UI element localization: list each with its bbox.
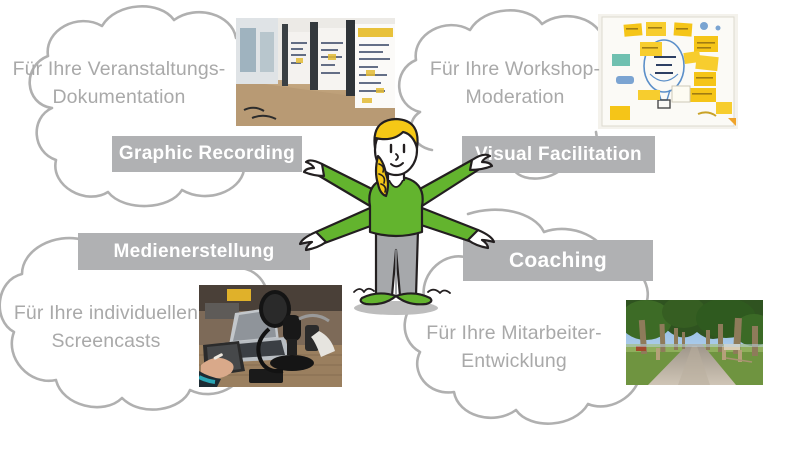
plate-label-graphic-recording: Graphic Recording (118, 143, 296, 164)
illustration-four-armed-person (296, 112, 496, 322)
plate-label-coaching: Coaching (508, 248, 608, 272)
label-plate-visual-facilitation[interactable]: Visual Facilitation (462, 136, 655, 173)
label-plate-coaching[interactable]: Coaching (463, 240, 653, 281)
label-plate-medienerstellung[interactable]: Medienerstellung (78, 233, 310, 270)
photo-workshop-board (598, 14, 738, 129)
caption-top-left: Für Ihre Veranstaltungs- Dokumentation (12, 58, 226, 108)
label-plate-graphic-recording[interactable]: Graphic Recording (112, 136, 302, 172)
photo-tree-avenue-road (626, 300, 763, 385)
photo-documentation-wall (236, 18, 395, 126)
caption-top-right: Für Ihre Workshop- Moderation (429, 58, 601, 108)
photo-screencast-desk (199, 285, 342, 387)
plate-label-visual-facilitation: Visual Facilitation (475, 143, 642, 165)
caption-bottom-right: Für Ihre Mitarbeiter- Entwicklung (426, 322, 602, 372)
plate-label-medienerstellung: Medienerstellung (113, 240, 275, 262)
caption-bottom-left: Für Ihre individuellen Screencasts (13, 302, 199, 352)
